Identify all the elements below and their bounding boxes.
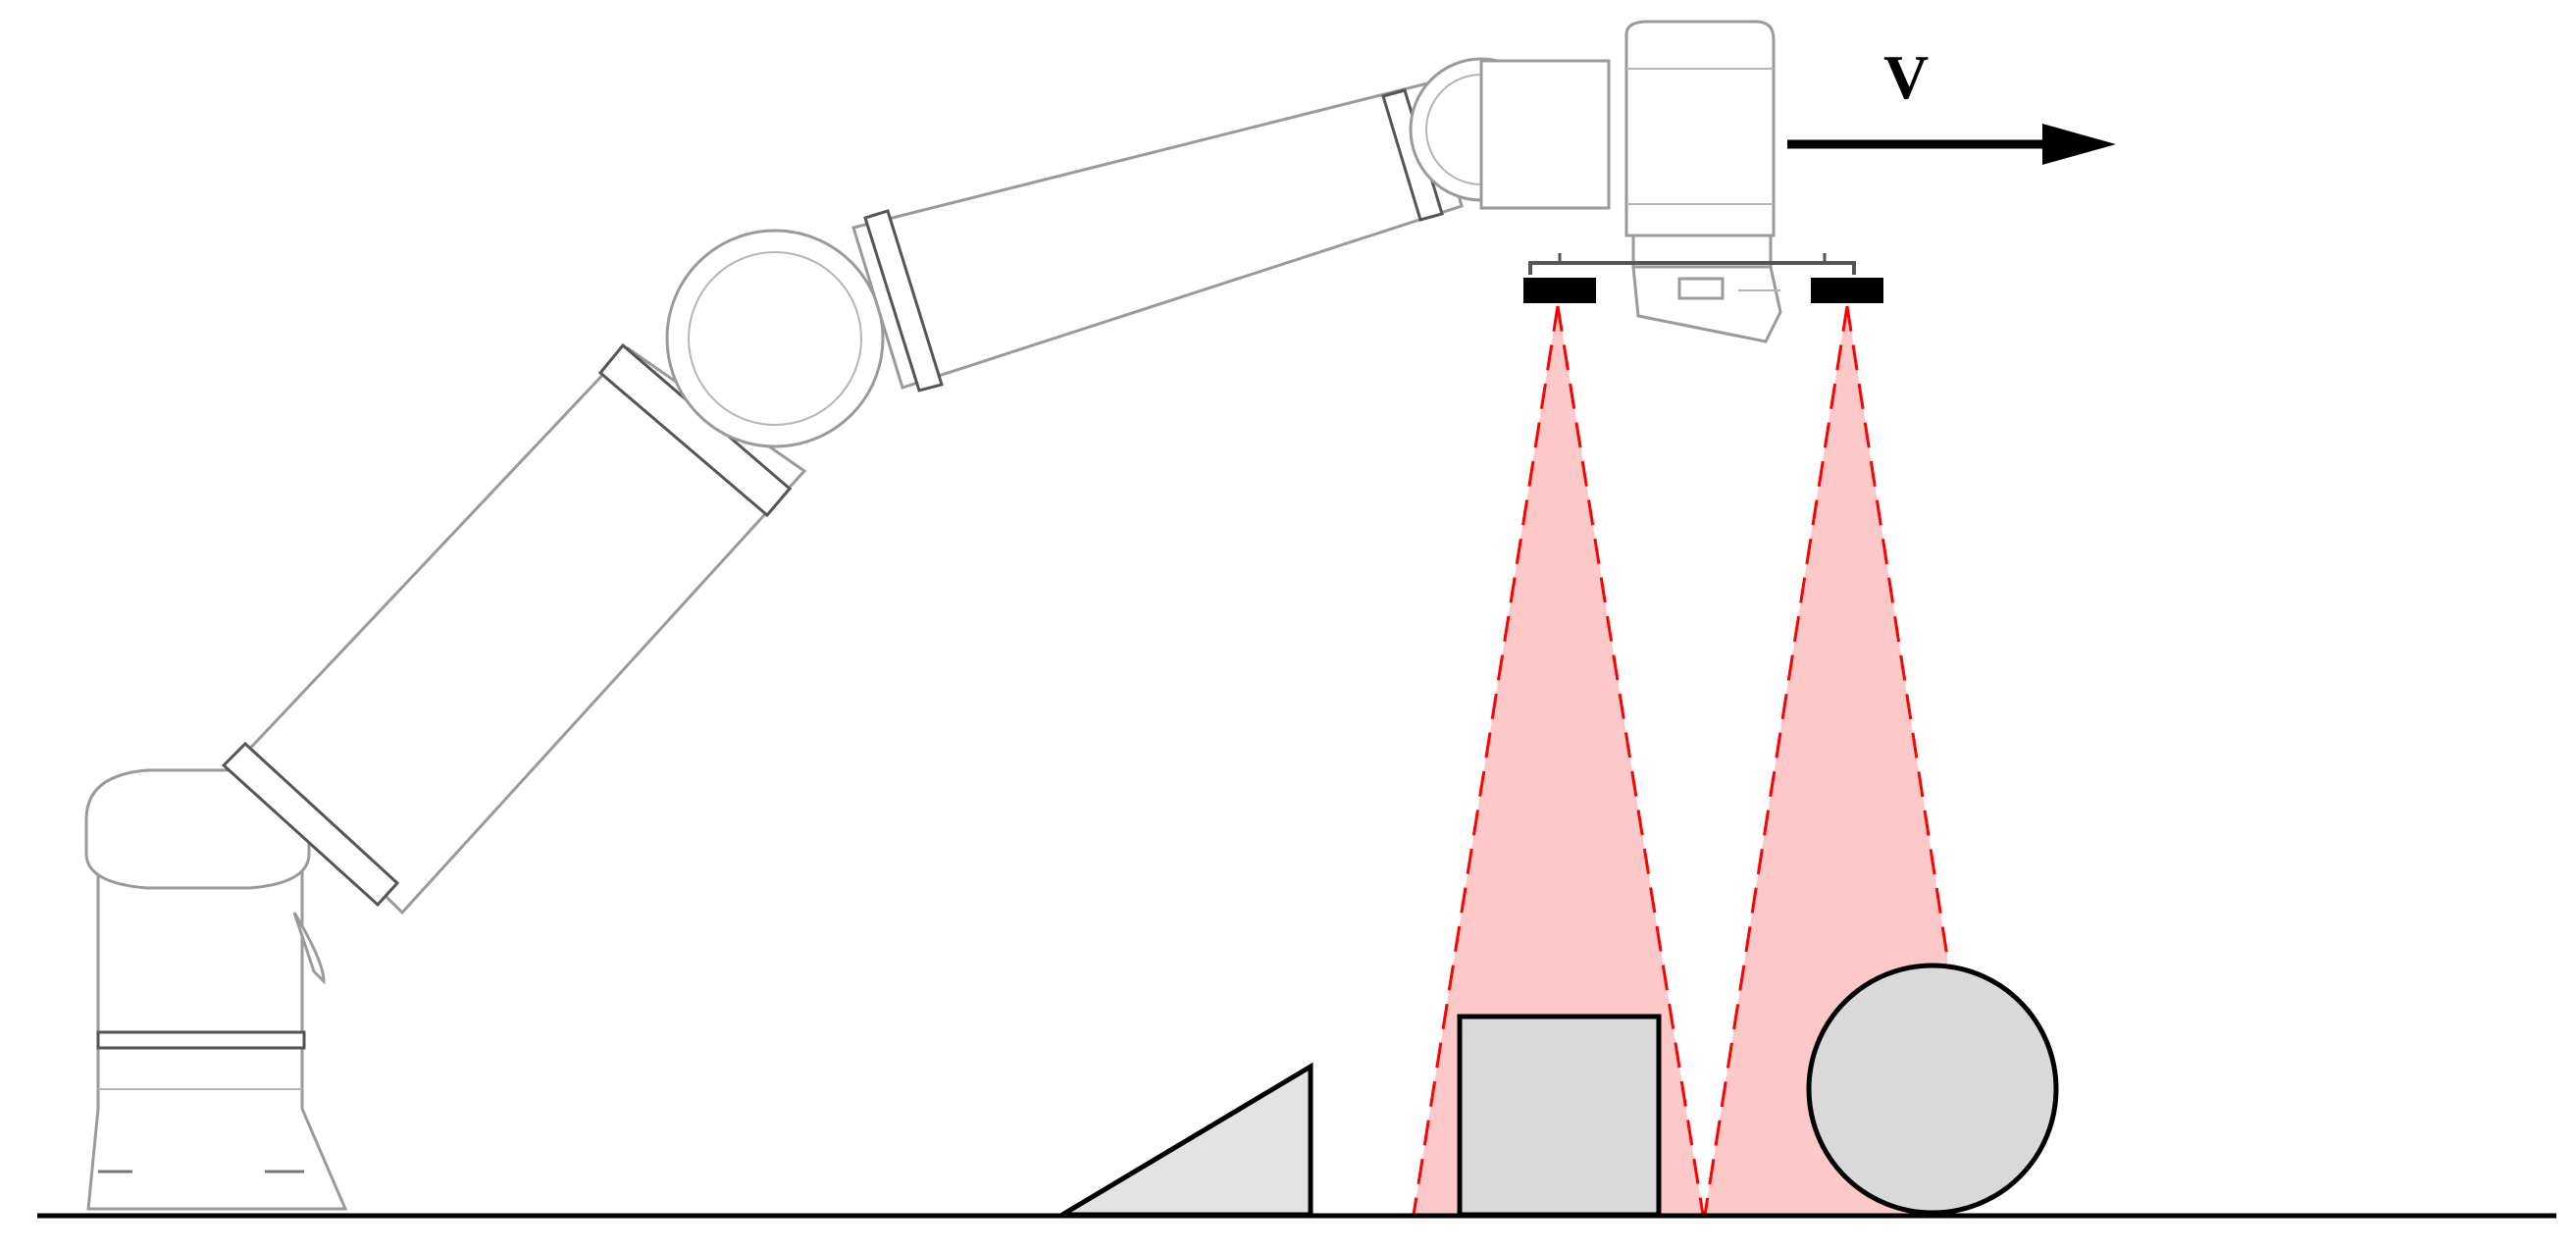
beam-right-edge-b — [1845, 305, 1949, 958]
velocity-label: V — [1883, 42, 1929, 112]
beam-left — [1414, 304, 1703, 1215]
sensor-bracket — [1528, 253, 1856, 275]
cylinder-object — [1806, 963, 2059, 1216]
robot-upper-link — [851, 81, 1464, 392]
robot-elbow-joint — [665, 229, 885, 448]
wedge-object — [1053, 1062, 1314, 1218]
robot-arm-icon — [84, 20, 1856, 1211]
sensor-left — [1523, 278, 1596, 303]
velocity-arrow: V — [1787, 42, 2116, 165]
sensor-right — [1811, 278, 1883, 303]
beam-left-edge-b — [1556, 305, 1705, 1216]
arrow-head — [2042, 124, 2116, 165]
robot-wrist-joint — [1409, 57, 1611, 210]
robot-base — [84, 768, 348, 1211]
objects — [1053, 963, 2059, 1218]
box-object — [1457, 1014, 1662, 1218]
beam-left-edge-a — [1412, 305, 1560, 1216]
robot-lower-link — [221, 342, 807, 985]
robot-tool-head — [1624, 20, 1782, 343]
beam-right-edge-a — [1703, 305, 1849, 1216]
